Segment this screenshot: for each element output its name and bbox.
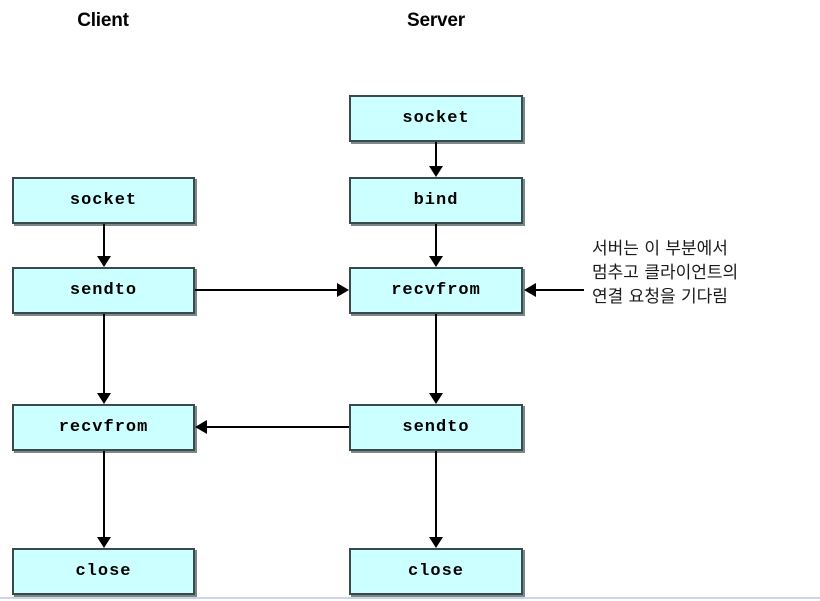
footer-divider (0, 597, 820, 599)
connector-server-sendto-to-client-recvfrom (206, 426, 349, 428)
arrowhead-server-bind-to-recvfrom (429, 256, 443, 267)
connector-client-sendto-to-recvfrom (103, 314, 105, 394)
arrowhead-annotation-to-server-recvfrom (524, 283, 536, 297)
annotation-line-3: 연결 요청을 기다림 (592, 287, 728, 307)
annotation-server-blocking: 서버는 이 부분에서 멈추고 클라이언트의 연결 요청을 기다림 (592, 237, 738, 309)
arrowhead-server-sendto-to-client-recvfrom (195, 420, 207, 434)
connector-client-recvfrom-to-close (103, 451, 105, 538)
arrowhead-server-recvfrom-to-sendto (429, 393, 443, 404)
connector-server-bind-to-recvfrom (435, 224, 437, 256)
server-step-recvfrom[interactable]: recvfrom (349, 267, 523, 314)
arrowhead-server-sendto-to-close (429, 537, 443, 548)
column-title-client: Client (77, 10, 129, 31)
connector-server-recvfrom-to-sendto (435, 314, 437, 394)
client-step-socket[interactable]: socket (12, 177, 195, 224)
arrowhead-client-sendto-to-recvfrom (97, 393, 111, 404)
arrowhead-client-sendto-to-server-recvfrom (337, 283, 349, 297)
arrowhead-client-recvfrom-to-close (97, 537, 111, 548)
server-step-bind[interactable]: bind (349, 177, 523, 224)
server-step-close[interactable]: close (349, 548, 523, 595)
connector-server-socket-to-bind (435, 142, 437, 167)
client-step-recvfrom[interactable]: recvfrom (12, 404, 195, 451)
column-title-server: Server (407, 10, 465, 31)
server-step-sendto[interactable]: sendto (349, 404, 523, 451)
server-step-socket[interactable]: socket (349, 95, 523, 142)
annotation-line-2: 멈추고 클라이언트의 (592, 263, 739, 283)
connector-server-sendto-to-close (435, 451, 437, 538)
client-step-close[interactable]: close (12, 548, 195, 595)
client-step-sendto[interactable]: sendto (12, 267, 195, 314)
arrowhead-client-socket-to-sendto (97, 256, 111, 267)
arrowhead-server-socket-to-bind (429, 166, 443, 177)
annotation-line-1: 서버는 이 부분에서 (592, 239, 728, 259)
connector-client-sendto-to-server-recvfrom (195, 289, 338, 291)
connector-client-socket-to-sendto (103, 224, 105, 256)
connector-annotation-to-server-recvfrom (536, 289, 584, 291)
